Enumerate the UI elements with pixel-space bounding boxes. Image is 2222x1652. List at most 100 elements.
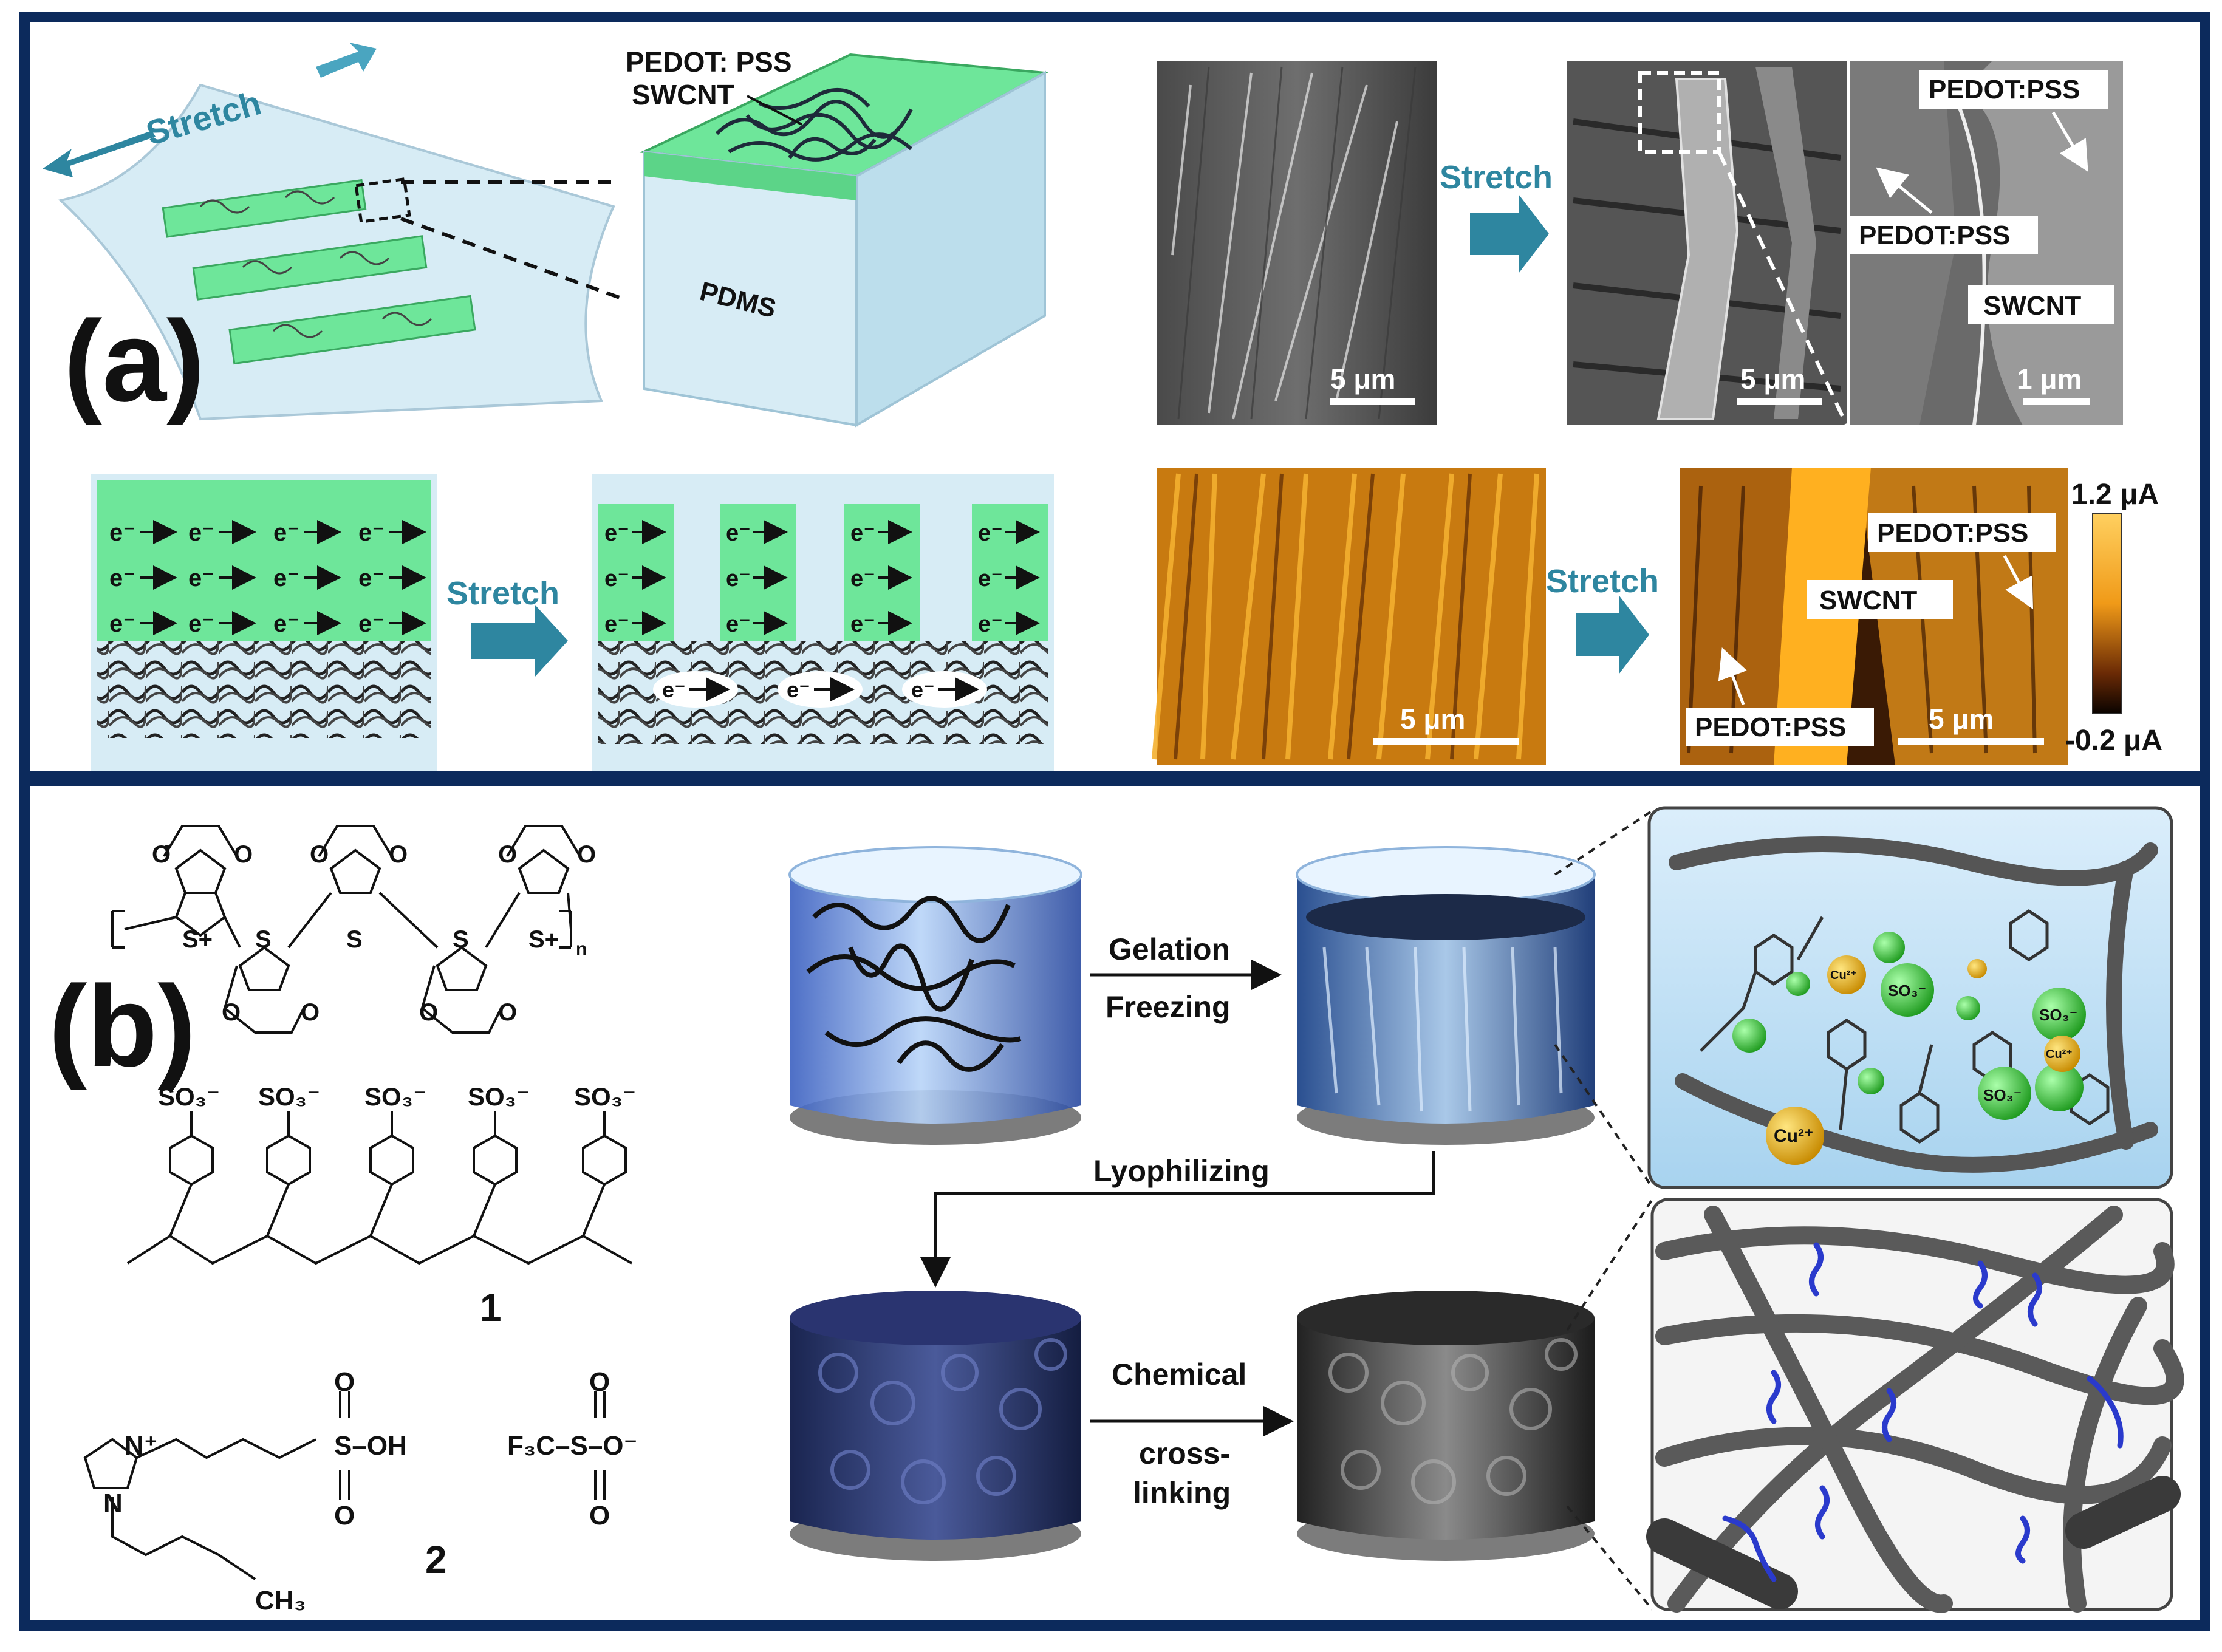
sem-scale-right: 1 μm: [2017, 363, 2082, 395]
sem-label-swcnt: SWCNT: [1983, 291, 2081, 321]
compound-1-label: 1: [480, 1286, 502, 1329]
svg-text:O: O: [577, 841, 596, 868]
sem-label-pedot-2: PEDOT:PSS: [1859, 220, 2010, 250]
svg-text:S: S: [346, 926, 363, 953]
arrow-crosslinking: Chemical cross- linking: [1090, 1357, 1294, 1510]
inset-green-balls: [1732, 932, 2086, 1120]
svg-text:SO₃⁻: SO₃⁻: [258, 1082, 320, 1111]
freezing-label: Freezing: [1106, 990, 1231, 1024]
svg-text:e⁻: e⁻: [604, 566, 629, 592]
svg-text:O: O: [389, 841, 408, 868]
pedot-label: PEDOT: PSS: [626, 46, 792, 78]
cafm-label-pedot-top: PEDOT:PSS: [1877, 518, 2028, 548]
cafm-label-pedot-bottom: PEDOT:PSS: [1695, 712, 1846, 742]
gelation-label: Gelation: [1109, 932, 1230, 966]
stretch-arrow-left: [43, 131, 156, 177]
svg-text:e⁻: e⁻: [188, 519, 214, 546]
block-cnt-mesh: [715, 88, 913, 162]
zoom-box: [354, 177, 411, 224]
block-side: [855, 70, 1046, 428]
pss-sulfonates: SO₃⁻ SO₃⁻ SO₃⁻ SO₃⁻ SO₃⁻: [158, 1082, 636, 1111]
sem-scale-mid: 5 μm: [1740, 363, 1805, 395]
electrons-before: e⁻ e⁻ e⁻ e⁻ e⁻ e⁻ e⁻ e⁻ e⁻ e⁻ e⁻ e⁻: [109, 519, 385, 637]
sem-streaks: [1171, 72, 1398, 420]
svg-text:e⁻: e⁻: [188, 565, 214, 592]
svg-text:e⁻: e⁻: [911, 677, 935, 702]
svg-text:O: O: [152, 841, 171, 868]
svg-text:Cu²⁺: Cu²⁺: [2046, 1048, 2073, 1061]
stretch-sheet: [58, 83, 621, 421]
cylinder-aerogel: [790, 1291, 1081, 1561]
svg-text:O: O: [589, 1367, 610, 1397]
svg-text:SO₃⁻: SO₃⁻: [158, 1082, 220, 1111]
electron-stretch-label: Stretch: [446, 575, 559, 612]
inset-crosslinked-network: [1646, 1198, 2184, 1613]
svg-text:O: O: [310, 841, 329, 868]
svg-text:S+: S+: [182, 926, 213, 953]
svg-text:e⁻: e⁻: [978, 521, 1003, 546]
svg-text:e⁻: e⁻: [604, 612, 629, 637]
stretch-arrow-right: [316, 43, 377, 78]
svg-text:SO₃⁻: SO₃⁻: [364, 1082, 426, 1111]
svg-text:S+: S+: [528, 926, 559, 953]
svg-text:F₃C–S–O⁻: F₃C–S–O⁻: [507, 1431, 638, 1461]
cylinder-solution: [788, 846, 1082, 1145]
svg-text:e⁻: e⁻: [358, 565, 385, 592]
cnt-electron-bubbles: e⁻ e⁻ e⁻: [653, 671, 987, 708]
colorbar-max: 1.2 μA: [2071, 479, 2159, 511]
svg-text:O: O: [589, 1501, 610, 1531]
inset-gold-balls: [1766, 955, 2080, 1165]
svg-text:S–OH: S–OH: [334, 1431, 407, 1461]
svg-text:O: O: [222, 999, 241, 1026]
svg-text:e⁻: e⁻: [109, 519, 135, 546]
svg-text:O: O: [498, 841, 517, 868]
svg-text:O: O: [334, 1367, 355, 1397]
sem-zoom-box: [1638, 71, 1721, 154]
sem-scale-left: 5 μm: [1330, 363, 1395, 395]
svg-text:e⁻: e⁻: [726, 566, 751, 592]
lyophilizing-label: Lyophilizing: [1093, 1154, 1270, 1188]
pss-structure: [126, 1111, 632, 1265]
compound-2-label: 2: [425, 1538, 447, 1582]
arrow-gelation: Gelation Freezing: [1090, 932, 1282, 1024]
svg-text:O: O: [419, 999, 438, 1026]
svg-text:e⁻: e⁻: [662, 677, 686, 702]
inset-zoom-lines: [1554, 810, 1653, 1189]
arrow-lyophilizing: Lyophilizing: [920, 1151, 1435, 1288]
svg-text:SO₃⁻: SO₃⁻: [1888, 981, 1926, 1000]
pedot-structure: [111, 825, 581, 1034]
svg-text:e⁻: e⁻: [109, 610, 135, 637]
panel-a-letter: (a): [64, 297, 205, 426]
svg-text:e⁻: e⁻: [188, 610, 214, 637]
svg-text:e⁻: e⁻: [978, 612, 1003, 637]
svg-text:SO₃⁻: SO₃⁻: [2039, 1006, 2077, 1024]
svg-text:SO₃⁻: SO₃⁻: [468, 1082, 530, 1111]
block-green-edge: [644, 152, 856, 200]
svg-text:e⁻: e⁻: [978, 566, 1003, 592]
panel-b: (b): [19, 775, 2210, 1631]
svg-text:e⁻: e⁻: [787, 677, 810, 702]
svg-text:SO₃⁻: SO₃⁻: [1983, 1086, 2022, 1104]
svg-text:e⁻: e⁻: [109, 565, 135, 592]
electron-diagram: e⁻ e⁻ e⁻ e⁻ e⁻ e⁻ e⁻ e⁻ e⁻ e⁻ e⁻ e⁻ Stre…: [91, 474, 1054, 771]
svg-text:O: O: [334, 1501, 355, 1531]
svg-text:N: N: [103, 1489, 123, 1518]
colorbar: [2092, 513, 2122, 714]
svg-text:CH₃: CH₃: [255, 1586, 306, 1616]
panel-a: Stretch PEDOT: PSS SWCNT PDMS (a): [19, 12, 2210, 782]
sem-crack: [1656, 78, 1739, 420]
svg-text:S: S: [453, 926, 469, 953]
svg-text:Cu²⁺: Cu²⁺: [1774, 1126, 1814, 1146]
ionic-liquid-structure: [83, 1391, 606, 1580]
electron-stretch-arrow: [471, 604, 568, 677]
svg-text:O: O: [498, 999, 517, 1026]
svg-text:e⁻: e⁻: [726, 612, 751, 637]
svg-text:e⁻: e⁻: [273, 565, 299, 592]
green-strips: [162, 179, 476, 365]
svg-text:n: n: [576, 939, 587, 959]
sem-images: 5 μm Stretch 5 μm PEDOT:PSS PEDOT:PSS: [1157, 61, 2123, 426]
svg-text:e⁻: e⁻: [604, 521, 629, 546]
svg-text:e⁻: e⁻: [850, 521, 875, 546]
cylinder-frozen: [1296, 846, 1596, 1145]
cylinder-crosslinked: [1297, 1291, 1595, 1561]
